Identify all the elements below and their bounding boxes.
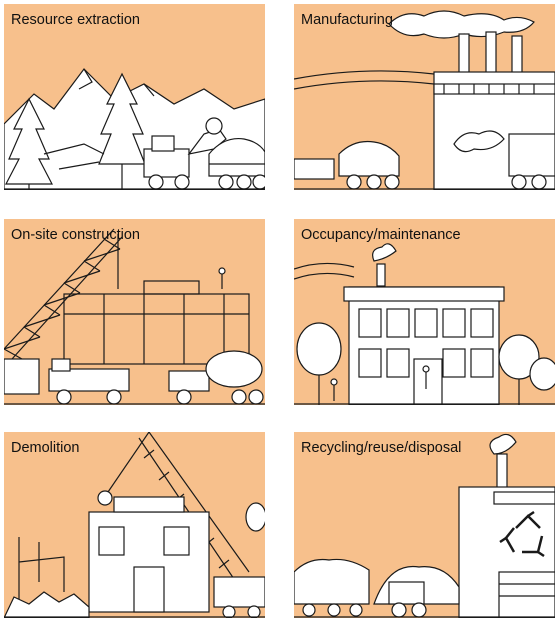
dump-truck (208, 137, 265, 190)
panel-resource-extraction: Resource extraction (4, 4, 265, 190)
entrance-door (413, 358, 443, 405)
recycle-icon (499, 510, 545, 558)
windows (358, 308, 494, 378)
panel-on-site-construction: On-site construction (4, 219, 265, 405)
smokestack (485, 31, 497, 75)
cement-mixer (168, 350, 264, 405)
panel-label: Demolition (11, 440, 80, 456)
panel-occupancy-maintenance: Occupancy/maintenance (294, 219, 555, 405)
flatbed-truck (48, 358, 130, 405)
delivery-truck (508, 133, 555, 177)
smokestack (511, 35, 523, 75)
panel-label: Manufacturing (301, 12, 393, 28)
panel-label: Resource extraction (11, 12, 140, 28)
smokestack (458, 33, 470, 75)
dump-truck (294, 558, 370, 617)
panel-manufacturing: Manufacturing (294, 4, 555, 190)
damaged-building (88, 496, 210, 613)
panel-label: Occupancy/maintenance (301, 227, 461, 243)
demolition-illustration (4, 432, 265, 618)
panel-demolition: Demolition (4, 432, 265, 618)
loader-machine (143, 117, 227, 190)
resource-extraction-illustration (4, 4, 265, 190)
crane-vehicle (213, 576, 265, 618)
panel-recycling-reuse-disposal: Recycling/reuse/disposal (294, 432, 555, 618)
manufacturing-illustration (294, 4, 555, 190)
panel-label: On-site construction (11, 227, 140, 243)
tree-right (498, 334, 555, 405)
construction-illustration (4, 219, 265, 405)
tree-left (296, 322, 342, 405)
dump-truck (294, 140, 400, 190)
occupancy-illustration (294, 219, 555, 405)
trailer (4, 358, 40, 395)
panel-label: Recycling/reuse/disposal (301, 440, 462, 456)
rubble-pile (4, 591, 90, 618)
crane-boom (4, 228, 123, 360)
recycling-illustration (294, 432, 555, 618)
smoke-cloud (388, 10, 535, 39)
wrecking-ball (97, 490, 113, 506)
